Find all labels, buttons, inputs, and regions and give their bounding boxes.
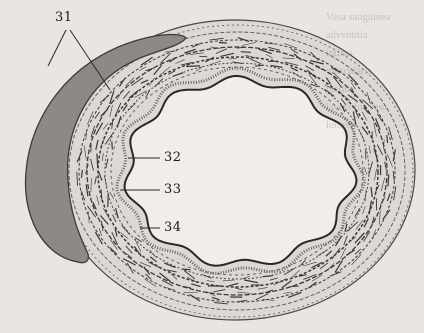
label-34: 34	[164, 220, 182, 235]
fibre-stroke	[112, 141, 113, 149]
bleed-through-text: media	[326, 84, 352, 95]
label-33: 33	[164, 182, 182, 197]
bleed-through-text: muscularis	[326, 66, 372, 77]
bleed-through-text: intima	[326, 48, 353, 59]
fibre-stroke	[108, 193, 109, 207]
fibre-stroke	[241, 52, 251, 53]
fibre-stroke	[199, 56, 207, 57]
leader-line-31a	[48, 30, 66, 66]
fibre-stroke	[219, 43, 227, 44]
fibre-stroke	[186, 66, 200, 67]
bleed-through-text: adventitia	[326, 30, 367, 41]
label-32: 32	[164, 150, 182, 165]
label-31: 31	[55, 10, 73, 25]
bleed-through-text: Vasa sanguinea	[326, 12, 390, 23]
bleed-through-text: lumen	[326, 120, 352, 131]
fibre-stroke	[387, 135, 388, 143]
bleed-through-text: layers for vasa	[326, 102, 387, 113]
fibre-stroke	[183, 269, 191, 270]
